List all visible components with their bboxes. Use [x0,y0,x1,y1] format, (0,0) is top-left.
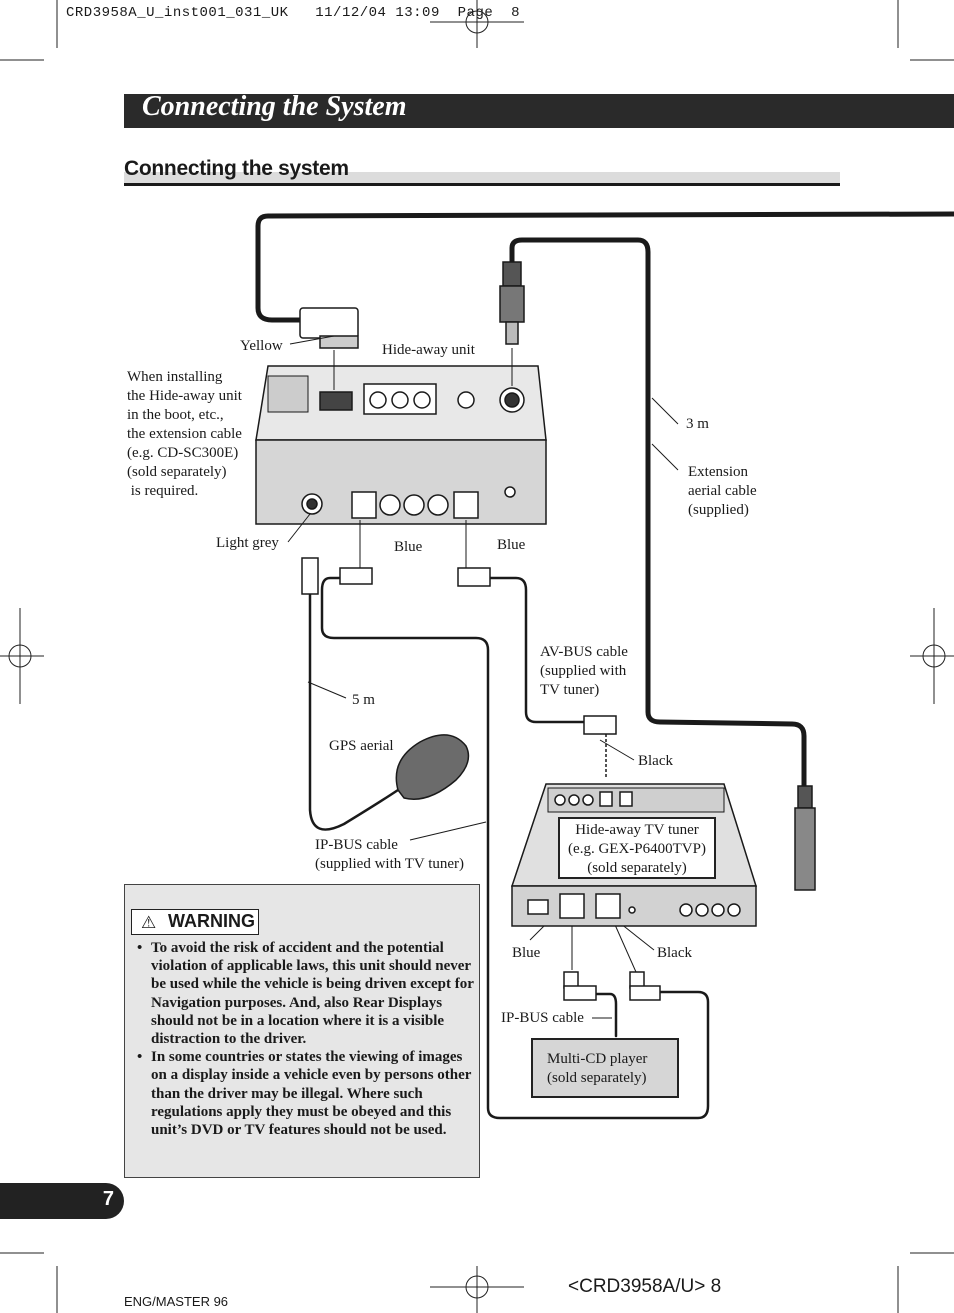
label-black-1: Black [638,753,673,769]
page-number-tab: 7 [0,1183,124,1219]
warning-list: To avoid the risk of accident and the po… [137,939,477,1139]
warning-badge: ⚠ WARNING [131,909,259,935]
label-ip-bus-supplied: IP-BUS cable (supplied with TV tuner) [315,837,465,872]
print-header: CRD3958A_U_inst001_031_UK 11/12/04 13:09… [66,5,520,21]
label-multi-cd: Multi-CD player (sold separately) [531,1038,679,1098]
warning-item: To avoid the risk of accident and the po… [137,939,477,1048]
label-extension-aerial: Extension aerial cable (supplied) [688,464,757,518]
label-5m: 5 m [352,692,375,708]
chapter-title-bar: Connecting the System [124,91,954,128]
label-3m: 3 m [686,416,709,432]
label-av-bus-cable: AV-BUS cable (supplied with TV tuner) [540,644,628,698]
label-yellow: Yellow [240,338,283,354]
label-blue-2: Blue [497,537,526,553]
label-install-note: When installing the Hide-away unit in th… [127,369,242,499]
label-tv-tuner: Hide-away TV tuner (e.g. GEX-P6400TVP) (… [558,817,716,879]
footer-right: <CRD3958A/U> 8 [568,1276,722,1297]
label-hide-away-unit: Hide-away unit [382,342,475,358]
label-black-2: Black [657,945,692,961]
warning-triangle-icon: ⚠ [141,913,157,933]
warning-box: ⚠ WARNING To avoid the risk of accident … [124,884,480,1178]
label-ip-bus-cable: IP-BUS cable [501,1010,584,1026]
label-blue-1: Blue [394,539,423,555]
chapter-title: Connecting the System [142,91,407,122]
page-number: 7 [102,1188,114,1210]
label-blue-3: Blue [512,945,541,961]
label-gps-aerial: GPS aerial [329,738,394,754]
section-title: Connecting the system [124,157,349,180]
warning-badge-text: WARNING [168,911,255,931]
footer-left: ENG/MASTER 96 [124,1294,229,1309]
label-light-grey: Light grey [216,535,279,551]
warning-item: In some countries or states the viewing … [137,1048,477,1139]
